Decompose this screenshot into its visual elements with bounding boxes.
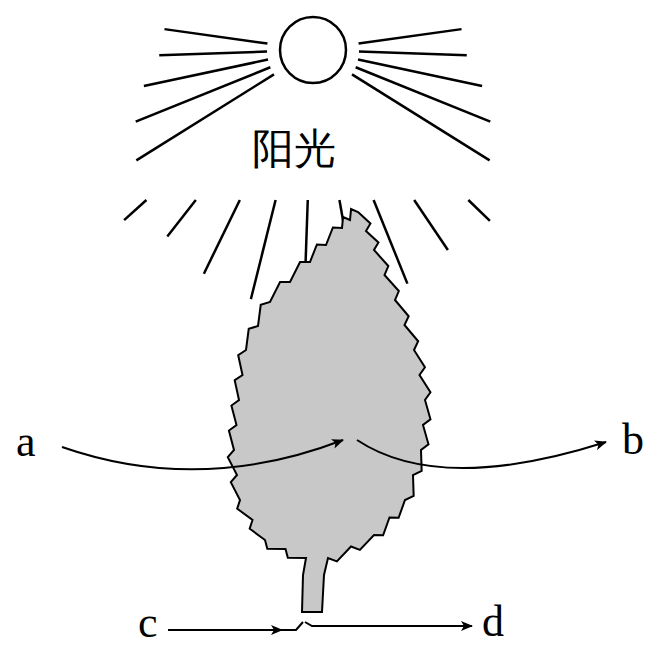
arrow-d — [305, 622, 472, 626]
sun-ray — [159, 52, 267, 56]
sun-ray — [352, 74, 490, 160]
light-label: 阳光 — [252, 128, 336, 170]
arrow-label: c — [138, 601, 158, 645]
sun-ray — [144, 60, 268, 86]
arrow-label: a — [16, 420, 36, 464]
sun-ray — [358, 60, 482, 86]
arrow-c — [168, 629, 282, 631]
arrow-label: b — [622, 418, 644, 462]
sun-symbol — [280, 17, 346, 83]
sun-ray — [356, 67, 491, 121]
arrow-a — [62, 440, 343, 469]
sun-ray — [164, 29, 267, 43]
arrow-b — [357, 440, 606, 468]
arrow-label: d — [482, 600, 504, 644]
sun-ray — [468, 200, 490, 221]
sun-ray — [136, 67, 271, 121]
sun-ray — [359, 52, 467, 56]
sun-circle — [280, 17, 346, 83]
sun-ray — [167, 200, 196, 237]
sun-ray — [204, 200, 240, 274]
sun-ray — [359, 29, 462, 43]
sun-ray — [124, 200, 146, 220]
sun-ray — [414, 200, 448, 250]
arrow-c-tail — [280, 622, 303, 630]
sun-ray — [251, 200, 276, 299]
leaf-shape — [228, 209, 431, 612]
